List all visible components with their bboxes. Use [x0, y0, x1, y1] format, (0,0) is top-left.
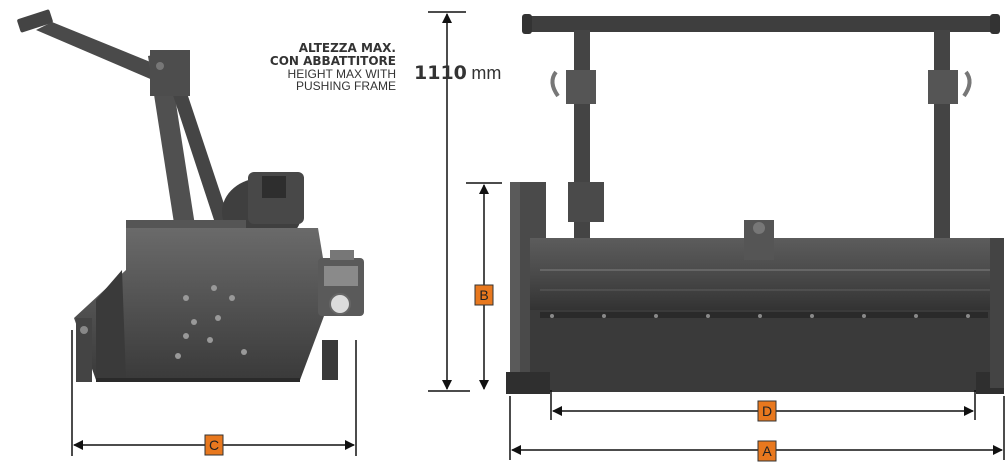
dim-label-d-text: D	[762, 403, 772, 419]
max-height-value: 1110	[414, 62, 467, 84]
side-view-machine	[17, 9, 364, 382]
front-view-machine	[506, 14, 1004, 394]
dim-label-c: C	[204, 434, 224, 456]
height-annotation: ALTEZZA MAX. CON ABBATTITORE HEIGHT MAX …	[236, 41, 396, 93]
max-height-unit: mm	[471, 63, 502, 83]
dim-label-c-text: C	[209, 437, 219, 453]
annotation-line3: HEIGHT MAX WITH	[287, 67, 396, 81]
annotation-line4: PUSHING FRAME	[295, 79, 396, 93]
dim-label-a: A	[757, 440, 777, 462]
annotation-line2: CON ABBATTITORE	[269, 54, 396, 68]
dim-label-b: B	[474, 284, 494, 306]
max-height-readout: 1110 mm	[414, 62, 501, 84]
dim-label-a-text: A	[762, 443, 772, 459]
dim-label-d: D	[757, 400, 777, 422]
annotation-line1: ALTEZZA MAX.	[298, 41, 396, 55]
dim-label-b-text: B	[479, 287, 488, 303]
